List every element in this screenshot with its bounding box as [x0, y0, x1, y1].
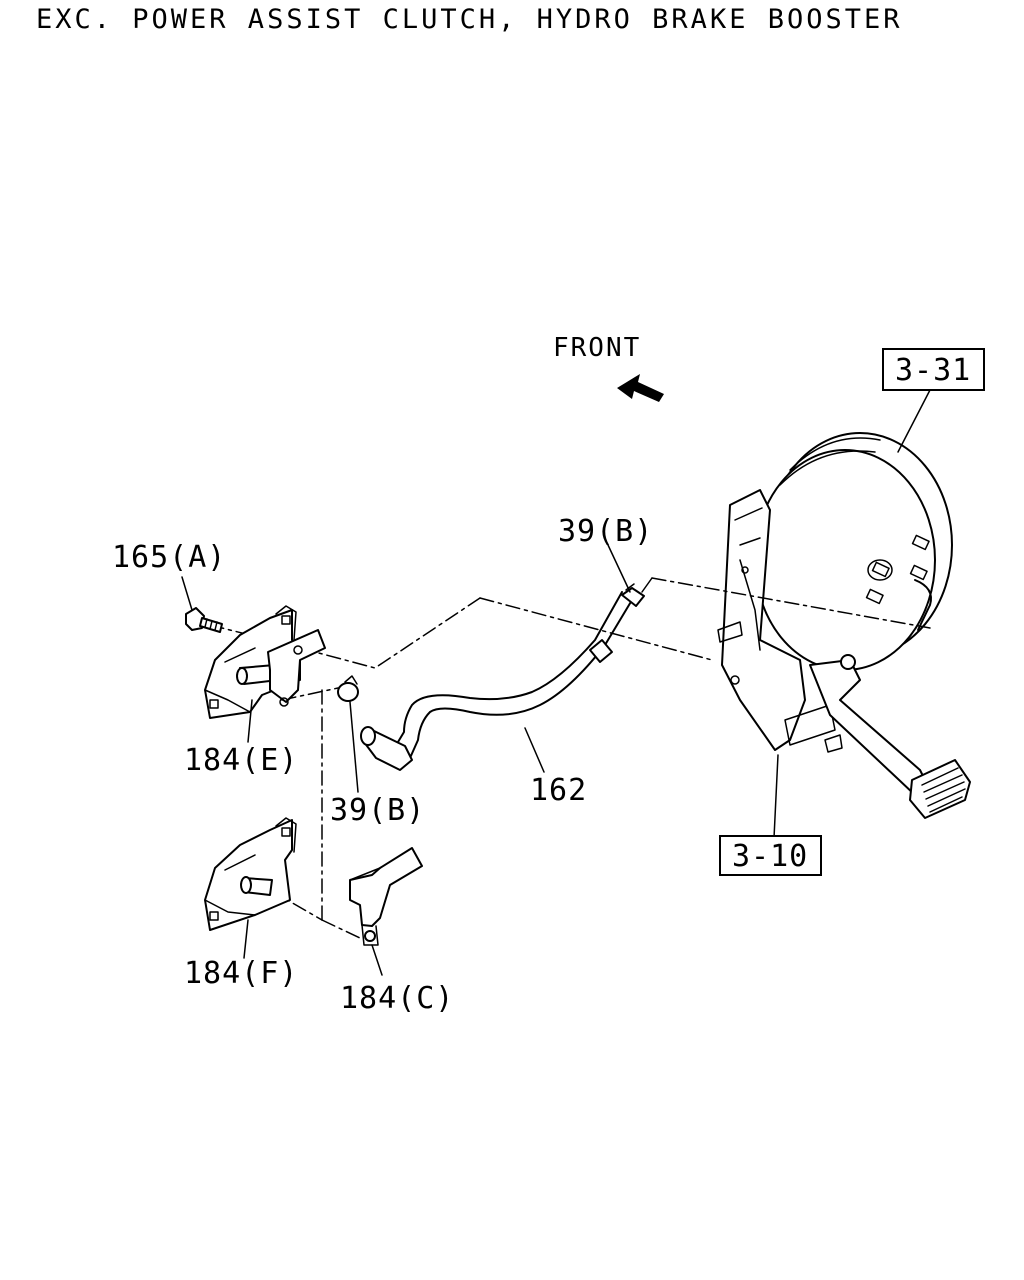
ref-box-3-10[interactable]: 3-10 [719, 835, 822, 876]
bracket-f [204, 817, 297, 931]
part-label-184c: 184(C) [340, 981, 454, 1016]
bracket-c [349, 847, 423, 946]
part-label-39b-lower: 39(B) [330, 793, 425, 828]
brake-booster [754, 432, 953, 671]
part-label-39b-upper: 39(B) [558, 514, 653, 549]
part-label-165a: 165(A) [112, 540, 226, 575]
vacuum-hose [360, 583, 645, 771]
hose-clamp [337, 675, 359, 702]
brake-pedal [809, 654, 971, 819]
front-label: FRONT [553, 333, 641, 363]
part-label-184e: 184(E) [184, 743, 298, 778]
pedal-bracket [717, 489, 843, 753]
bracket-e [204, 605, 326, 719]
callout-lines [181, 389, 931, 976]
ref-label-3-10: 3-10 [732, 839, 808, 874]
front-arrow-icon [617, 374, 664, 402]
bolt [185, 607, 223, 633]
diagram-title: EXC. POWER ASSIST CLUTCH, HYDRO BRAKE BO… [36, 4, 903, 35]
ref-label-3-31: 3-31 [895, 353, 971, 388]
ref-box-3-31[interactable]: 3-31 [882, 348, 985, 391]
part-label-162: 162 [530, 773, 587, 808]
part-label-184f: 184(F) [184, 956, 298, 991]
